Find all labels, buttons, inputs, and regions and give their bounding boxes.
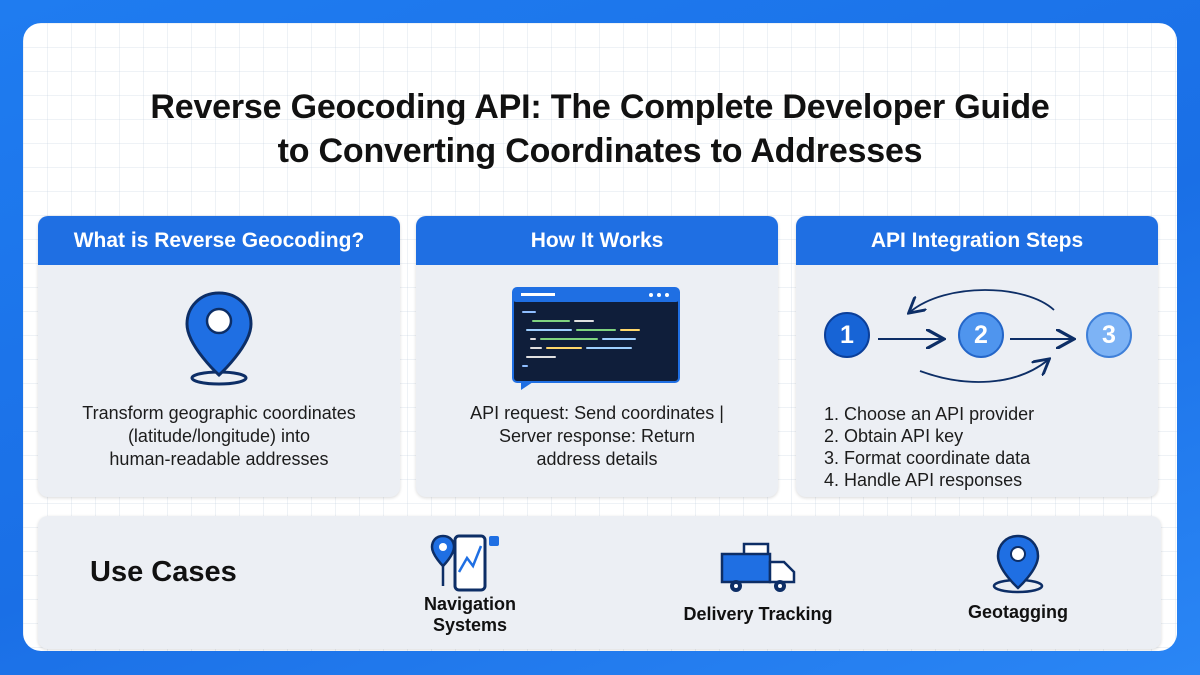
- steps-list: 1. Choose an API provider 2. Obtain API …: [824, 403, 1034, 491]
- description-line: (latitude/longitude) into: [127, 426, 311, 446]
- panel-how-it-works: How It Works API request: Send coordinat…: [416, 216, 778, 497]
- label-line: Geotagging: [968, 602, 1068, 622]
- step-item: 2. Obtain API key: [824, 426, 964, 446]
- infographic-card: Reverse Geocoding API: The Complete Deve…: [23, 23, 1177, 651]
- panel-heading: API Integration Steps: [796, 216, 1158, 265]
- panel-integration-steps: API Integration Steps 1 2 3 1. Choose an…: [796, 216, 1158, 497]
- geotag-pin-icon: [992, 534, 1044, 594]
- panel-description: Transform geographic coordinates (latitu…: [38, 402, 400, 471]
- use-cases-heading: Use Cases: [90, 556, 237, 588]
- use-case-label: Geotagging: [958, 602, 1078, 623]
- step-item: 3. Format coordinate data: [824, 448, 1031, 468]
- label-line: Navigation: [423, 594, 516, 614]
- use-cases-section: Use Cases Navigation Systems: [38, 516, 1161, 649]
- step-item: 1. Choose an API provider: [824, 404, 1035, 424]
- title-line-1: Reverse Geocoding API: The Complete Deve…: [150, 88, 1050, 126]
- description-line: human-readable addresses: [109, 449, 329, 469]
- use-case-geotagging: Geotagging: [958, 532, 1078, 623]
- panel-description: API request: Send coordinates | Server r…: [416, 402, 778, 471]
- code-window-icon: [512, 287, 680, 390]
- delivery-truck-icon: [720, 542, 796, 592]
- use-case-label: Navigation Systems: [410, 594, 530, 636]
- flow-arrows-icon: [878, 289, 1158, 383]
- step-circle-1: 1: [824, 312, 870, 358]
- use-case-delivery: Delivery Tracking: [668, 540, 848, 625]
- navigation-phone-icon: [430, 534, 499, 592]
- title-line-2: to Converting Coordinates to Addresses: [277, 132, 923, 170]
- description-line: API request: Send coordinates |: [470, 403, 724, 423]
- label-line: Delivery Tracking: [683, 604, 833, 624]
- map-pin-icon: [185, 291, 253, 386]
- step-item: 4. Handle API responses: [824, 470, 1023, 490]
- step-circle-3: 3: [1086, 312, 1132, 358]
- step-circle-2: 2: [958, 312, 1004, 358]
- description-line: Server response: Return: [498, 426, 696, 446]
- use-case-label: Delivery Tracking: [668, 604, 848, 625]
- panel-heading: What is Reverse Geocoding?: [38, 216, 400, 265]
- panel-heading: How It Works: [416, 216, 778, 265]
- description-line: address details: [536, 449, 658, 469]
- description-line: Transform geographic coordinates: [82, 403, 356, 423]
- panel-what-is: What is Reverse Geocoding? Transform geo…: [38, 216, 400, 497]
- use-case-navigation: Navigation Systems: [410, 532, 530, 636]
- page-title: Reverse Geocoding API: The Complete Deve…: [23, 85, 1177, 173]
- label-line: Systems: [432, 615, 508, 635]
